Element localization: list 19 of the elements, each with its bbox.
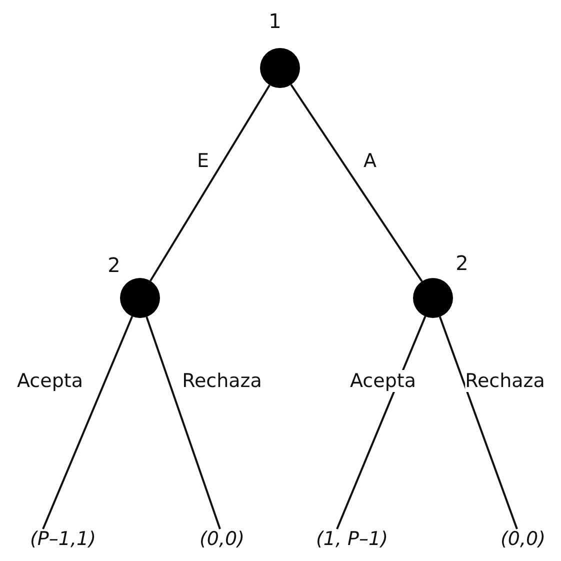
decision-node bbox=[413, 278, 453, 318]
branch-line bbox=[438, 316, 518, 530]
edge-label: Acepta bbox=[17, 370, 83, 392]
payoff-text: (P–1,1) bbox=[30, 527, 96, 551]
decision-node bbox=[120, 278, 160, 318]
edge-label: Rechaza bbox=[465, 370, 545, 392]
decision-node bbox=[260, 48, 300, 88]
player-number: 1 bbox=[268, 10, 282, 32]
player-number: 2 bbox=[108, 254, 120, 276]
branch-line bbox=[42, 316, 134, 530]
player-number: 2 bbox=[456, 252, 468, 274]
branch-line bbox=[290, 84, 423, 282]
branch-line bbox=[150, 84, 270, 282]
edge-label: Acepta bbox=[350, 370, 416, 392]
branch-line bbox=[146, 316, 221, 530]
payoff-text: (0,0) bbox=[500, 527, 546, 551]
branch-line bbox=[336, 316, 426, 530]
payoff-text: (1, P–1) bbox=[316, 527, 388, 551]
payoff-text: (0,0) bbox=[199, 527, 245, 551]
